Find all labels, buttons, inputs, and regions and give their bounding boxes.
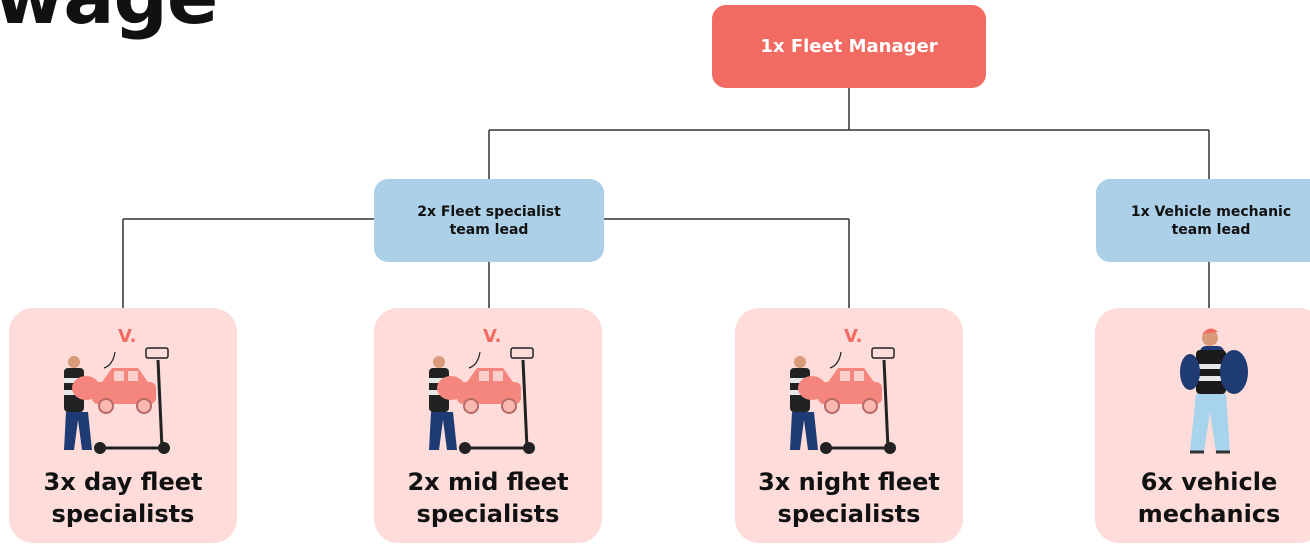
- mid-team-line2: specialists: [416, 500, 560, 528]
- fleet-specialist-illustration: V.: [790, 326, 896, 454]
- page-heading-fragment: wage: [0, 0, 218, 41]
- day-fleet-team-card: V. 3x day fleet specialists: [9, 308, 237, 543]
- mechanic-lead-line1: 1x Vehicle mechanic: [1130, 203, 1292, 220]
- night-team-line2: specialists: [777, 500, 921, 528]
- fleet-specialist-illustration: V.: [429, 326, 535, 454]
- mechanics-line2: mechanics: [1137, 500, 1281, 528]
- svg-text:V.: V.: [118, 326, 136, 347]
- night-team-line1: 3x night fleet: [758, 468, 940, 496]
- day-team-line2: specialists: [51, 500, 195, 528]
- fleet-lead-line2: team lead: [449, 221, 529, 238]
- mechanic-illustration: [1180, 328, 1248, 454]
- vehicle-mechanics-team-card: 6x vehicle mechanics: [1095, 308, 1310, 543]
- fleet-manager-label: 1x Fleet Manager: [760, 36, 938, 57]
- fleet-specialist-illustration: V.: [64, 326, 170, 454]
- svg-text:V.: V.: [844, 326, 862, 347]
- night-fleet-team-card: V. 3x night fleet specialists: [735, 308, 963, 543]
- mid-fleet-team-card: V. 2x mid fleet specialists: [374, 308, 602, 543]
- fleet-manager-box: 1x Fleet Manager: [712, 5, 986, 88]
- mechanics-line1: 6x vehicle: [1140, 468, 1278, 496]
- mechanic-lead-line2: team lead: [1171, 221, 1251, 238]
- vehicle-mechanic-lead-box: 1x Vehicle mechanic team lead: [1096, 179, 1310, 262]
- fleet-specialist-lead-box: 2x Fleet specialist team lead: [374, 179, 604, 262]
- day-team-line1: 3x day fleet: [43, 468, 203, 496]
- svg-text:V.: V.: [483, 326, 501, 347]
- mid-team-line1: 2x mid fleet: [407, 468, 569, 496]
- fleet-lead-line1: 2x Fleet specialist: [417, 203, 561, 220]
